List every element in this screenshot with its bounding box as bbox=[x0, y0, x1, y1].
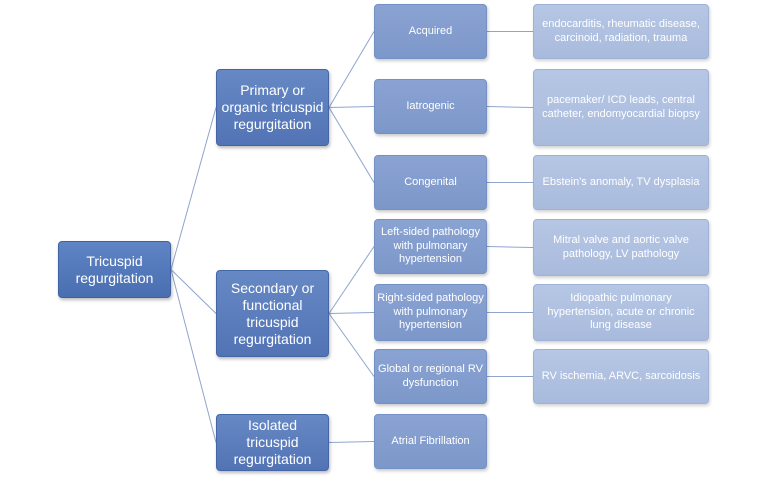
detail-left-sided-pathology: Mitral valve and aortic valve pathology,… bbox=[533, 219, 709, 276]
connector-0 bbox=[170, 107, 217, 270]
cause-congenital: Congenital bbox=[374, 155, 487, 210]
detail-iatrogenic: pacemaker/ ICD leads, central catheter, … bbox=[533, 69, 709, 146]
cause-acquired: Acquired bbox=[374, 4, 487, 59]
connector-2 bbox=[170, 269, 217, 443]
connector-7 bbox=[328, 312, 375, 314]
cause-atrial-fibrillation: Atrial Fibrillation bbox=[374, 414, 487, 469]
detail-congenital: Ebstein's anomaly, TV dysplasia bbox=[533, 155, 709, 210]
connector-8 bbox=[328, 313, 375, 377]
detail-right-sided-pathology: Idiopathic pulmonary hypertension, acute… bbox=[533, 284, 709, 341]
detail-rv-dysfunction: RV ischemia, ARVC, sarcoidosis bbox=[533, 349, 709, 404]
category-isolated: Isolated tricuspid regurgitation bbox=[216, 414, 329, 471]
connector-1 bbox=[170, 269, 217, 314]
cause-iatrogenic: Iatrogenic bbox=[374, 79, 487, 134]
connector-6 bbox=[328, 246, 375, 314]
cause-rv-dysfunction: Global or regional RV dysfunction bbox=[374, 349, 487, 404]
category-primary: Primary or organic tricuspid regurgitati… bbox=[216, 69, 329, 146]
connector-11 bbox=[486, 106, 534, 108]
detail-acquired: endocarditis, rheumatic disease, carcino… bbox=[533, 4, 709, 59]
category-secondary: Secondary or functional tricuspid regurg… bbox=[216, 270, 329, 357]
connector-13 bbox=[486, 246, 534, 248]
connector-9 bbox=[328, 441, 375, 443]
connector-4 bbox=[328, 106, 375, 108]
cause-right-sided-pathology: Right-sided pathology with pulmonary hyp… bbox=[374, 284, 487, 341]
cause-left-sided-pathology: Left-sided pathology with pulmonary hype… bbox=[374, 219, 487, 274]
connector-3 bbox=[328, 31, 375, 108]
root-node: Tricuspid regurgitation bbox=[58, 241, 171, 298]
connector-5 bbox=[328, 107, 375, 183]
